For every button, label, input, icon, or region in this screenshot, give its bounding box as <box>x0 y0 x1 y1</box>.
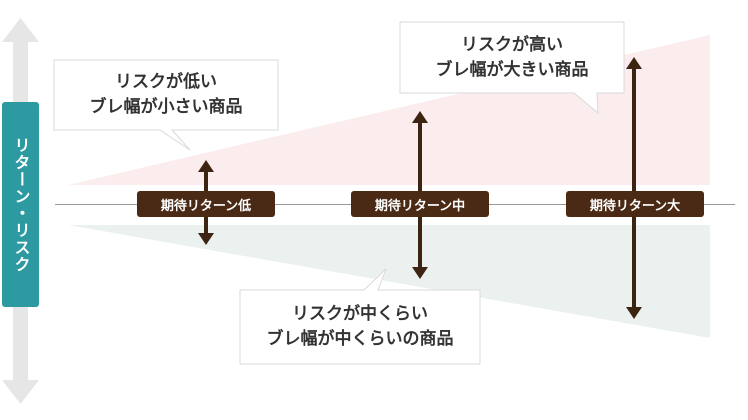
callout-low-line2: ブレ幅が小さい商品 <box>89 97 243 117</box>
callout-high-line1: リスクが高い <box>461 35 563 55</box>
callout-mid-text: リスクが中くらい ブレ幅が中くらいの商品 <box>240 302 480 352</box>
callout-low-text: リスクが低い ブレ幅が小さい商品 <box>54 70 278 120</box>
tag-mid-return: 期待リターン中 <box>351 191 489 217</box>
lower-risk-wedge <box>68 225 710 338</box>
callout-low-line1: リスクが低い <box>115 72 217 92</box>
tag-low-return: 期待リターン低 <box>137 191 275 217</box>
callout-high-box <box>399 21 625 115</box>
callout-high-text: リスクが高い ブレ幅が大きい商品 <box>400 33 624 83</box>
axis-label: リターン・リスク <box>2 102 39 307</box>
arrow-high <box>626 57 642 319</box>
callout-low-box <box>53 59 279 151</box>
callout-high-line2: ブレ幅が大きい商品 <box>435 60 589 80</box>
callout-mid-line2: ブレ幅が中くらいの商品 <box>266 329 454 349</box>
callout-mid-box <box>239 268 481 365</box>
callout-mid-line1: リスクが中くらい <box>292 304 428 324</box>
tag-high-return: 期待リターン大 <box>566 191 704 217</box>
